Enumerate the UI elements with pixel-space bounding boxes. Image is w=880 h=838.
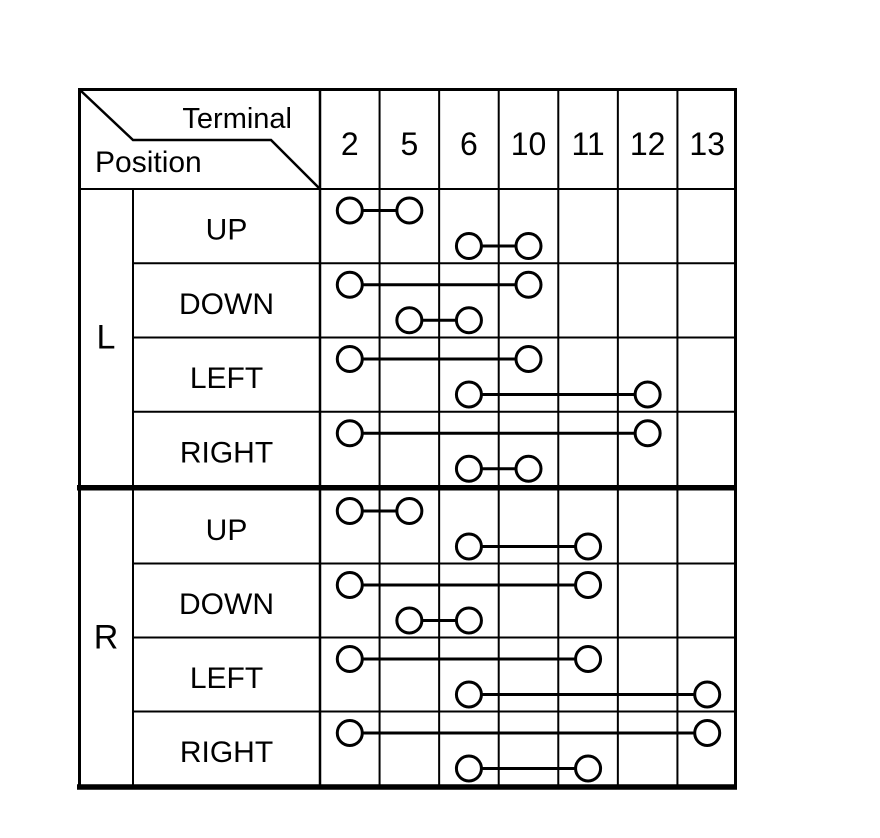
position-label-column: UP DOWN LEFT RIGHT UP DOWN LEFT RIGHT xyxy=(179,214,274,769)
connection-layer xyxy=(335,196,722,783)
contact-r-right-13 xyxy=(693,719,722,747)
row-label-l-left: LEFT xyxy=(190,362,263,395)
contact-r-right-6 xyxy=(454,754,483,783)
contact-l-up-2 xyxy=(335,196,364,225)
contact-r-down-11 xyxy=(574,571,603,599)
row-label-r-up: UP xyxy=(206,514,248,547)
contact-r-left-13 xyxy=(693,680,722,709)
contact-l-right-2 xyxy=(335,419,364,448)
contact-r-down-2 xyxy=(335,571,364,599)
terminal-number-10: 10 xyxy=(511,126,547,162)
contact-l-down-10 xyxy=(514,270,543,299)
contact-r-up-11 xyxy=(574,532,603,561)
group-label-r: R xyxy=(94,619,119,657)
position-header-label: Position xyxy=(95,146,202,179)
grid-layer xyxy=(77,88,737,790)
contact-r-right-2 xyxy=(335,719,364,747)
contact-l-down-5 xyxy=(395,306,424,335)
contact-l-right-12 xyxy=(633,419,662,448)
contact-l-up-6 xyxy=(454,232,483,260)
contact-l-left-10 xyxy=(514,345,543,373)
contact-r-up-5 xyxy=(395,497,424,525)
terminal-number-2: 2 xyxy=(341,126,359,162)
contact-l-up-5 xyxy=(395,196,424,225)
contact-l-left-12 xyxy=(633,380,662,409)
contact-r-up-2 xyxy=(335,497,364,525)
row-label-l-up: UP xyxy=(206,214,248,247)
group-label-l: L xyxy=(97,319,116,357)
group-label-column: LR xyxy=(94,319,119,657)
contact-l-right-6 xyxy=(454,454,483,483)
contact-r-up-6 xyxy=(454,532,483,561)
terminal-header-label: Terminal xyxy=(182,103,292,135)
contact-l-left-2 xyxy=(335,345,364,373)
terminal-number-11: 11 xyxy=(571,126,604,162)
row-label-r-down: DOWN xyxy=(179,588,274,621)
row-label-l-down: DOWN xyxy=(179,288,274,321)
contact-l-right-10 xyxy=(514,454,543,483)
contact-l-down-2 xyxy=(335,270,364,299)
contact-r-left-2 xyxy=(335,645,364,673)
contact-r-right-11 xyxy=(574,754,603,783)
contact-r-down-5 xyxy=(395,606,424,635)
contact-l-up-10 xyxy=(514,232,543,260)
header-diagonal-divider xyxy=(79,89,320,189)
contact-l-left-6 xyxy=(454,380,483,409)
terminal-number-13: 13 xyxy=(689,126,725,162)
contact-r-left-11 xyxy=(574,645,603,673)
terminal-header-row: 2 5 6 10 11 12 13 xyxy=(341,126,725,162)
row-label-l-right: RIGHT xyxy=(180,436,273,469)
terminal-number-6: 6 xyxy=(460,126,478,162)
row-label-r-right: RIGHT xyxy=(180,736,273,769)
terminal-number-12: 12 xyxy=(630,126,666,162)
contact-l-down-6 xyxy=(454,306,483,335)
contact-r-left-6 xyxy=(454,680,483,709)
contact-r-down-6 xyxy=(454,606,483,635)
terminal-number-5: 5 xyxy=(400,126,418,162)
row-label-r-left: LEFT xyxy=(190,662,263,695)
